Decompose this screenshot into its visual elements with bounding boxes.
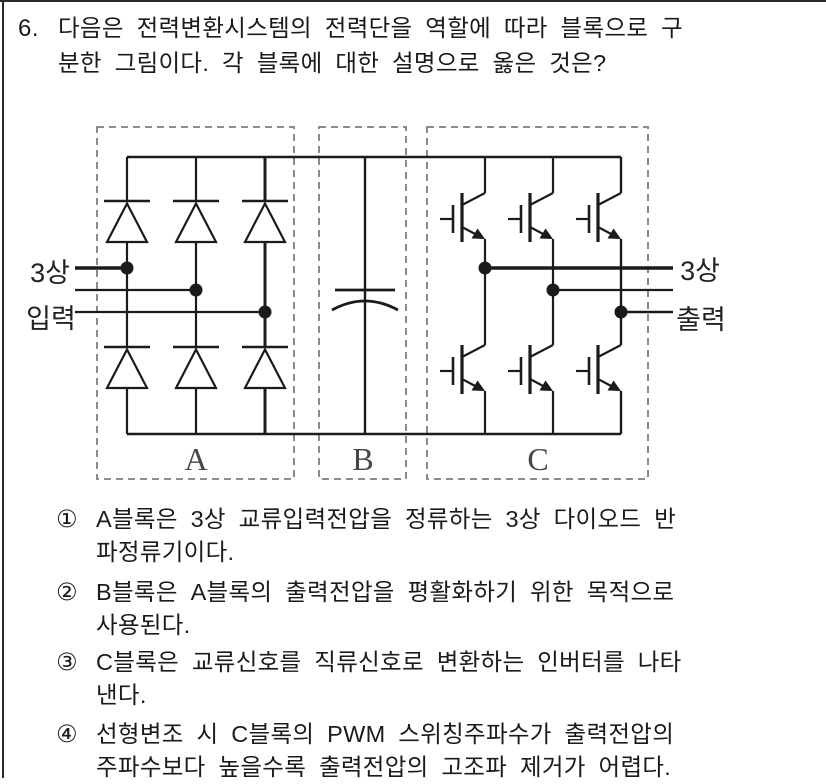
input-label-bottom: 입력 <box>26 304 76 334</box>
question-number: 6. <box>18 15 40 42</box>
igbt-icon <box>506 191 555 244</box>
output-label-bottom: 출력 <box>676 305 726 335</box>
block-a-outline <box>96 126 295 480</box>
page-border-left <box>2 0 4 778</box>
choice-4-line-2: 주파수보다 높을수록 출력전압의 고조파 제거가 어렵다. <box>96 754 672 780</box>
diode-icon <box>240 345 290 390</box>
choice-2: ② B블록은 A블록의 출력전압을 평활화하기 위한 목적으로 사용된다. <box>56 576 816 642</box>
igbt-icon <box>506 343 555 396</box>
igbt-icon <box>438 343 487 396</box>
choice-1-line-1: A블록은 3상 교류입력전압을 정류하는 3상 다이오드 반 <box>96 506 677 532</box>
junction-dot <box>189 283 203 297</box>
choice-4-line-1: 선형변조 시 C블록의 PWM 스위칭주파수가 출력전압의 <box>96 721 675 747</box>
choice-2-text: B블록은 A블록의 출력전압을 평활화하기 위한 목적으로 사용된다. <box>96 576 816 642</box>
block-c-outline <box>426 126 649 480</box>
junction-dot <box>546 283 560 297</box>
question-text-line-1: 다음은 전력변환시스템의 전력단을 역할에 따라 블록으로 구 <box>58 15 683 41</box>
choice-2-number: ② <box>56 579 78 606</box>
output-label-top: 3상 <box>680 256 720 286</box>
junction-dot <box>614 305 628 319</box>
page-border-top <box>0 0 826 2</box>
question-text: 다음은 전력변환시스템의 전력단을 역할에 따라 블록으로 구 분한 그림이다.… <box>58 11 813 81</box>
choice-1-line-2: 파정류기이다. <box>96 539 235 565</box>
block-label-b: B <box>352 441 373 477</box>
igbt-icon <box>574 343 623 396</box>
input-label-top: 3상 <box>30 258 70 288</box>
block-label-c: C <box>527 441 548 477</box>
power-stage-diagram: 3상 입력 3상 출력 A B C <box>26 126 726 480</box>
junction-dot <box>120 261 134 275</box>
choice-3-number: ③ <box>56 649 78 676</box>
question-text-line-2: 분한 그림이다. 각 블록에 대한 설명으로 옳은 것은? <box>58 50 607 76</box>
diode-icon <box>102 199 152 244</box>
capacitor-icon <box>331 157 399 434</box>
junction-dot <box>258 305 272 319</box>
igbt-icon <box>574 191 623 244</box>
block-label-a: A <box>184 441 207 477</box>
question-block: 6. 다음은 전력변환시스템의 전력단을 역할에 따라 블록으로 구 분한 그림… <box>18 11 813 81</box>
choice-2-line-1: B블록은 A블록의 출력전압을 평활화하기 위한 목적으로 <box>96 579 675 605</box>
diode-icon <box>240 199 290 244</box>
choice-2-line-2: 사용된다. <box>96 612 191 638</box>
input-phase-lines <box>75 261 272 319</box>
choice-4-number: ④ <box>56 721 78 748</box>
diode-icon <box>171 345 221 390</box>
diode-icon <box>171 199 221 244</box>
inverter-leg-1 <box>438 157 487 434</box>
choice-1: ① A블록은 3상 교류입력전압을 정류하는 3상 다이오드 반 파정류기이다. <box>56 503 816 569</box>
junction-dot <box>478 261 492 275</box>
choice-3-line-1: C블록은 교류신호를 직류신호로 변환하는 인버터를 나타 <box>96 649 682 675</box>
diode-icon <box>102 345 152 390</box>
block-b-outline <box>318 126 407 480</box>
choice-3-line-2: 낸다. <box>96 682 147 708</box>
choice-3-text: C블록은 교류신호를 직류신호로 변환하는 인버터를 나타 낸다. <box>96 646 816 712</box>
choice-4: ④ 선형변조 시 C블록의 PWM 스위칭주파수가 출력전압의 주파수보다 높을… <box>56 718 816 784</box>
output-phase-lines <box>478 261 673 319</box>
inverter-leg-3 <box>574 157 623 434</box>
igbt-icon <box>438 191 487 244</box>
inverter-leg-2 <box>506 157 555 434</box>
rectifier-leg-3 <box>240 157 290 434</box>
rectifier-leg-1 <box>102 157 152 434</box>
choice-1-number: ① <box>56 506 78 533</box>
choice-1-text: A블록은 3상 교류입력전압을 정류하는 3상 다이오드 반 파정류기이다. <box>96 503 816 569</box>
choice-3: ③ C블록은 교류신호를 직류신호로 변환하는 인버터를 나타 낸다. <box>56 646 816 712</box>
choice-4-text: 선형변조 시 C블록의 PWM 스위칭주파수가 출력전압의 주파수보다 높을수록… <box>96 718 816 784</box>
